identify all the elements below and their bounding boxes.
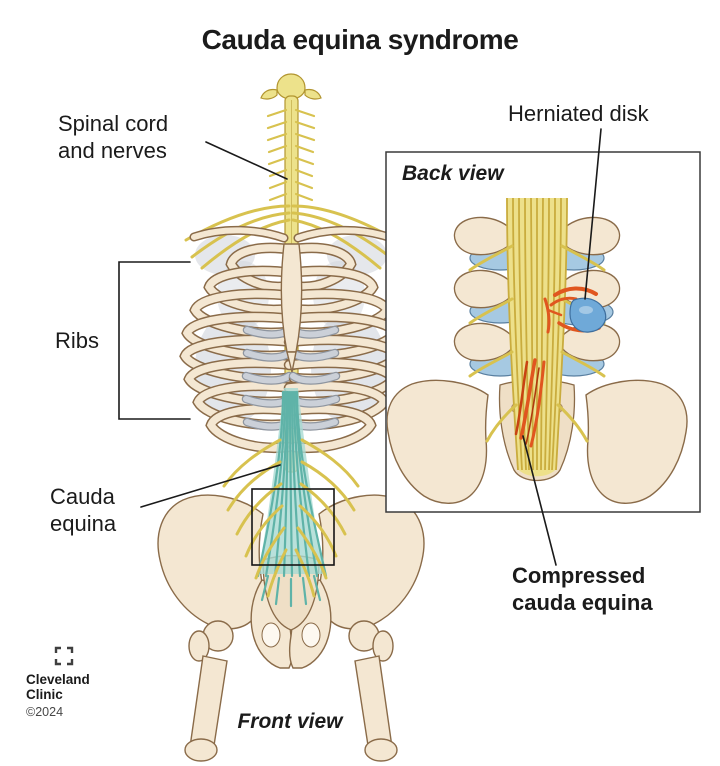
herniated-disk-pointer-line — [584, 128, 602, 300]
cleveland-clinic-logo-icon — [54, 646, 74, 666]
label-ribs: Ribs — [55, 328, 100, 353]
label-cauda-equina-line-2: equina — [50, 511, 117, 536]
ribs-bracket-line — [118, 261, 191, 420]
sternum — [280, 243, 303, 353]
spinal-cord-pointer-line — [205, 141, 288, 180]
branding-block: Cleveland Clinic ©2024 — [26, 644, 146, 720]
diagram-title: Cauda equina syndrome — [201, 24, 519, 55]
compressed-pointer-line — [522, 435, 557, 566]
caption-back-view: Back view — [402, 162, 504, 185]
herniation-highlight — [543, 286, 607, 334]
branding-name-line-2: Clinic — [26, 687, 63, 702]
label-compressed-line-2: cauda equina — [512, 590, 653, 615]
label-spinal-cord-line-1: Spinal cord — [58, 111, 169, 136]
copyright-text: ©2024 — [26, 705, 64, 719]
cauda-equina-pointer-line — [140, 464, 281, 508]
ribcage — [185, 230, 397, 447]
label-cauda-equina-line-1: Cauda — [50, 484, 115, 509]
caption-front-view: Front view — [237, 710, 343, 733]
back-view-illustration — [387, 197, 688, 504]
front-view-illustration — [157, 73, 425, 762]
label-spinal-cord-and-nerves: Spinal cord and nerves — [58, 110, 168, 164]
pointer-lines — [118, 128, 602, 566]
label-compressed-line-1: Compressed — [512, 563, 646, 588]
compressed-cauda-equina-highlight — [514, 358, 546, 448]
label-compressed-cauda-equina: Compressed cauda equina — [512, 562, 653, 616]
cauda-equina-highlight-box — [251, 488, 335, 566]
label-spinal-cord-line-2: and nerves — [58, 138, 167, 163]
branding-name-line-1: Cleveland — [26, 672, 90, 687]
label-cauda-equina: Cauda equina — [50, 483, 116, 537]
label-herniated-disk: Herniated disk — [508, 101, 649, 126]
